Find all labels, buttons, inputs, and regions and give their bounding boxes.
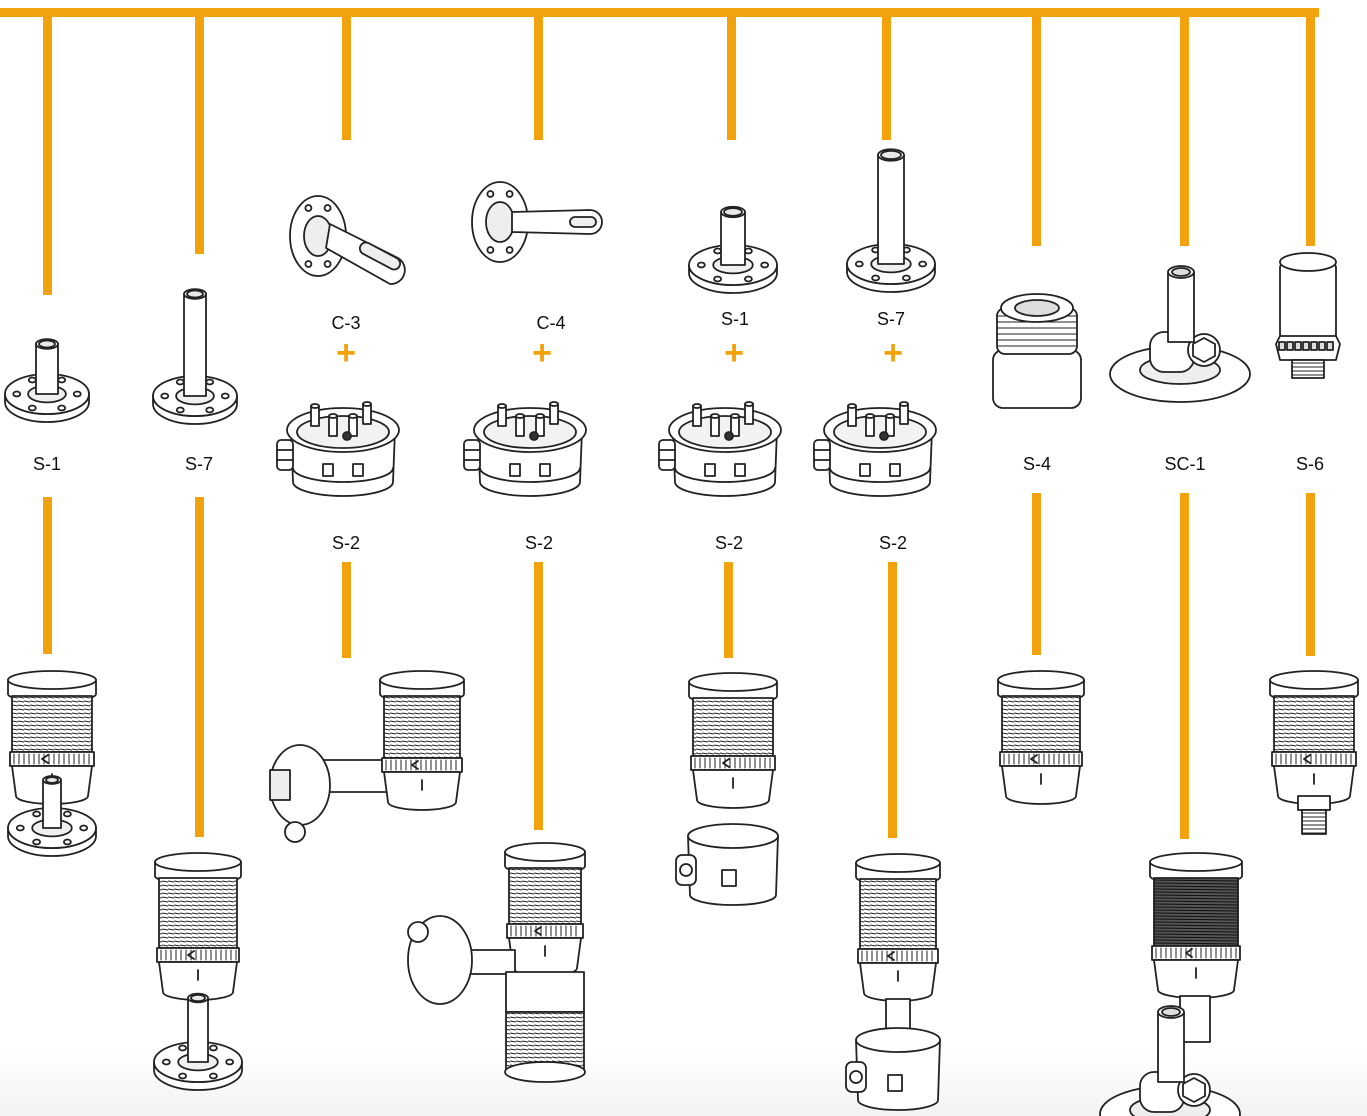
label-col-1-mount: S-1: [33, 454, 61, 474]
terminal-box-base-icon: [463, 401, 587, 497]
terminal-box-base-icon: [276, 401, 400, 497]
drop-line-col-7: [1032, 8, 1041, 246]
signal-tower-gland-mount-icon: [997, 670, 1085, 805]
drop-line-col-3: [342, 8, 351, 140]
plus-col-6: +: [883, 334, 903, 372]
drop-line-col-9: [1306, 8, 1315, 246]
connector-lines: [0, 8, 1319, 839]
label-col-4-mount: C-4: [536, 313, 565, 333]
label-col-9-mount: S-6: [1296, 454, 1324, 474]
pole-mount-tall-icon: [846, 148, 936, 293]
drop-line-col-5: [727, 8, 736, 140]
signal-tower-on-tall-pole-icon: [153, 852, 243, 1091]
label-col-8-mount: SC-1: [1164, 454, 1205, 474]
signal-tower-wall-mounted-icon: [269, 670, 465, 843]
mid-line-col-6: [888, 562, 897, 838]
label-col-6-base: S-2: [879, 533, 907, 553]
pole-mount-short-icon: [688, 205, 778, 294]
label-col-3-mount: C-3: [331, 313, 360, 333]
plus-signs: + + + +: [336, 334, 903, 372]
top-bus-line: [0, 8, 1319, 17]
mid-line-col-7: [1032, 493, 1041, 655]
plus-col-5: +: [724, 334, 744, 372]
wall-bracket-straight-icon: [471, 181, 603, 263]
mid-line-col-5: [724, 562, 733, 658]
plus-col-3: +: [336, 334, 356, 372]
label-col-2-mount: S-7: [185, 454, 213, 474]
plus-col-4: +: [532, 334, 552, 372]
signal-tower-on-pole-and-terminal-box-icon: [845, 853, 941, 1111]
signal-tower-on-short-pole-icon: [7, 670, 97, 857]
drop-line-col-4: [534, 8, 543, 140]
pole-mount-short-icon: [4, 338, 90, 423]
label-col-4-base: S-2: [525, 533, 553, 553]
mid-line-col-3: [342, 562, 351, 658]
drop-line-col-1: [43, 8, 52, 295]
wall-bracket-angled-icon: [289, 195, 406, 285]
cable-gland-mount-icon: [992, 293, 1082, 409]
pole-mount-tall-icon: [152, 288, 238, 425]
label-col-5-base: S-2: [715, 533, 743, 553]
terminal-box-base-icon: [813, 401, 937, 497]
label-col-5-mount: S-1: [721, 309, 749, 329]
mid-line-col-2: [195, 497, 204, 837]
mid-line-col-9: [1306, 493, 1315, 656]
drop-line-col-6: [882, 8, 891, 140]
mid-line-col-8: [1180, 493, 1189, 839]
label-col-6-mount: S-7: [877, 309, 905, 329]
mid-line-col-1: [43, 497, 52, 654]
signal-tower-on-terminal-box-icon: [675, 672, 779, 906]
label-col-7-mount: S-4: [1023, 454, 1051, 474]
mid-line-col-4: [534, 562, 543, 830]
threaded-nipple-mount-icon: [1275, 252, 1341, 379]
swivel-bracket-mount-icon: [1109, 265, 1251, 403]
drop-line-col-2: [195, 8, 204, 254]
drop-line-col-8: [1180, 8, 1189, 246]
signal-tower-on-swivel-bracket-icon: [1099, 852, 1243, 1116]
dual-signal-tower-wall-mounted-icon: [407, 842, 586, 1083]
signal-tower-threaded-mount-icon: [1269, 670, 1359, 835]
labels: S-1 S-7 C-3 S-2 C-4 S-2 S-1 S-2 S-7 S-2 …: [33, 309, 1324, 553]
terminal-box-base-icon: [658, 401, 782, 497]
label-col-3-base: S-2: [332, 533, 360, 553]
